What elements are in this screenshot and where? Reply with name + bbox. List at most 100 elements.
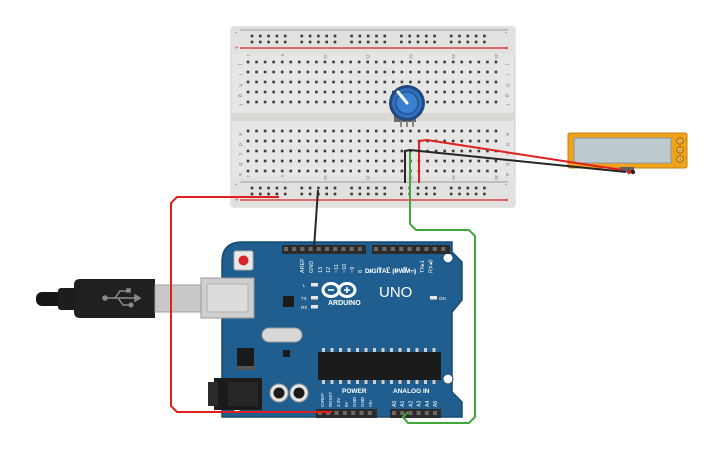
- breadboard-hole[interactable]: [280, 129, 284, 133]
- rail-hole[interactable]: [416, 186, 420, 190]
- breadboard-hole[interactable]: [306, 90, 310, 94]
- rail-hole[interactable]: [416, 34, 420, 38]
- breadboard-hole[interactable]: [272, 80, 275, 84]
- breadboard-hole[interactable]: [340, 129, 344, 133]
- breadboard-hole[interactable]: [349, 90, 352, 94]
- breadboard-hole[interactable]: [374, 149, 378, 153]
- breadboard-hole[interactable]: [349, 169, 352, 173]
- breadboard-hole[interactable]: [392, 70, 395, 74]
- breadboard-hole[interactable]: [332, 80, 335, 84]
- breadboard-hole[interactable]: [323, 139, 327, 143]
- breadboard-hole[interactable]: [451, 129, 455, 133]
- breadboard-hole[interactable]: [434, 80, 438, 84]
- breadboard-hole[interactable]: [392, 129, 395, 133]
- breadboard-hole[interactable]: [469, 90, 472, 94]
- breadboard-hole[interactable]: [298, 159, 301, 163]
- breadboard-hole[interactable]: [469, 149, 472, 153]
- breadboard-hole[interactable]: [494, 129, 498, 133]
- breadboard-hole[interactable]: [280, 159, 284, 163]
- breadboard-hole[interactable]: [315, 70, 318, 74]
- rail-hole[interactable]: [250, 192, 254, 196]
- breadboard-hole[interactable]: [400, 139, 404, 143]
- breadboard-hole[interactable]: [494, 70, 498, 74]
- breadboard-hole[interactable]: [357, 139, 361, 143]
- breadboard-hole[interactable]: [392, 159, 395, 163]
- breadboard-hole[interactable]: [323, 169, 327, 173]
- rail-hole[interactable]: [308, 40, 312, 44]
- rail-hole[interactable]: [425, 186, 428, 190]
- breadboard-hole[interactable]: [280, 169, 284, 173]
- breadboard-hole[interactable]: [469, 70, 472, 74]
- breadboard-hole[interactable]: [392, 80, 395, 84]
- breadboard-hole[interactable]: [263, 80, 267, 84]
- rail-hole[interactable]: [474, 192, 478, 196]
- breadboard-hole[interactable]: [400, 70, 404, 74]
- rail-hole[interactable]: [483, 40, 486, 44]
- breadboard-hole[interactable]: [315, 169, 318, 173]
- rail-hole[interactable]: [383, 40, 387, 44]
- breadboard-hole[interactable]: [426, 70, 429, 74]
- rail-hole[interactable]: [250, 40, 254, 44]
- breadboard-hole[interactable]: [340, 149, 344, 153]
- breadboard-hole[interactable]: [315, 100, 318, 104]
- breadboard-hole[interactable]: [366, 149, 369, 153]
- breadboard-hole[interactable]: [494, 100, 498, 104]
- breadboard-hole[interactable]: [469, 60, 472, 64]
- breadboard-hole[interactable]: [486, 70, 489, 74]
- rail-hole[interactable]: [375, 34, 378, 38]
- breadboard-hole[interactable]: [374, 139, 378, 143]
- lcd-display[interactable]: 1 2 3: [567, 132, 688, 172]
- breadboard-hole[interactable]: [400, 169, 404, 173]
- breadboard-hole[interactable]: [434, 159, 438, 163]
- breadboard-hole[interactable]: [306, 159, 310, 163]
- breadboard-hole[interactable]: [366, 129, 369, 133]
- breadboard-hole[interactable]: [400, 149, 404, 153]
- breadboard-hole[interactable]: [409, 139, 412, 143]
- breadboard-hole[interactable]: [374, 169, 378, 173]
- rail-hole[interactable]: [383, 192, 387, 196]
- breadboard-hole[interactable]: [469, 129, 472, 133]
- breadboard-hole[interactable]: [280, 70, 284, 74]
- rail-hole[interactable]: [375, 186, 378, 190]
- breadboard-hole[interactable]: [280, 139, 284, 143]
- breadboard-hole[interactable]: [306, 60, 310, 64]
- rail-hole[interactable]: [275, 40, 279, 44]
- breadboard-hole[interactable]: [255, 149, 258, 153]
- breadboard-hole[interactable]: [374, 60, 378, 64]
- breadboard-hole[interactable]: [272, 90, 275, 94]
- breadboard-hole[interactable]: [263, 100, 267, 104]
- breadboard-hole[interactable]: [323, 159, 327, 163]
- breadboard-hole[interactable]: [400, 159, 404, 163]
- breadboard-hole[interactable]: [374, 129, 378, 133]
- breadboard-hole[interactable]: [469, 159, 472, 163]
- breadboard-hole[interactable]: [298, 169, 301, 173]
- breadboard-hole[interactable]: [272, 139, 275, 143]
- rail-hole[interactable]: [458, 34, 461, 38]
- breadboard-hole[interactable]: [426, 90, 429, 94]
- rail-hole[interactable]: [317, 186, 320, 190]
- rail-hole[interactable]: [458, 186, 461, 190]
- breadboard-hole[interactable]: [255, 70, 258, 74]
- breadboard-hole[interactable]: [280, 149, 284, 153]
- breadboard-hole[interactable]: [255, 159, 258, 163]
- rail-hole[interactable]: [300, 34, 304, 38]
- breadboard-hole[interactable]: [443, 139, 446, 143]
- breadboard-hole[interactable]: [374, 80, 378, 84]
- rail-hole[interactable]: [308, 34, 312, 38]
- breadboard-hole[interactable]: [426, 159, 429, 163]
- breadboard-hole[interactable]: [486, 100, 489, 104]
- breadboard-hole[interactable]: [426, 169, 429, 173]
- breadboard-hole[interactable]: [272, 70, 275, 74]
- breadboard-hole[interactable]: [272, 159, 275, 163]
- breadboard-hole[interactable]: [383, 100, 387, 104]
- breadboard-hole[interactable]: [486, 149, 489, 153]
- breadboard-hole[interactable]: [451, 60, 455, 64]
- breadboard-hole[interactable]: [280, 90, 284, 94]
- breadboard-hole[interactable]: [486, 129, 489, 133]
- breadboard-hole[interactable]: [246, 159, 250, 163]
- breadboard-hole[interactable]: [246, 129, 250, 133]
- breadboard-hole[interactable]: [349, 60, 352, 64]
- rail-hole[interactable]: [433, 40, 436, 44]
- rail-hole[interactable]: [375, 192, 378, 196]
- breadboard-hole[interactable]: [366, 80, 369, 84]
